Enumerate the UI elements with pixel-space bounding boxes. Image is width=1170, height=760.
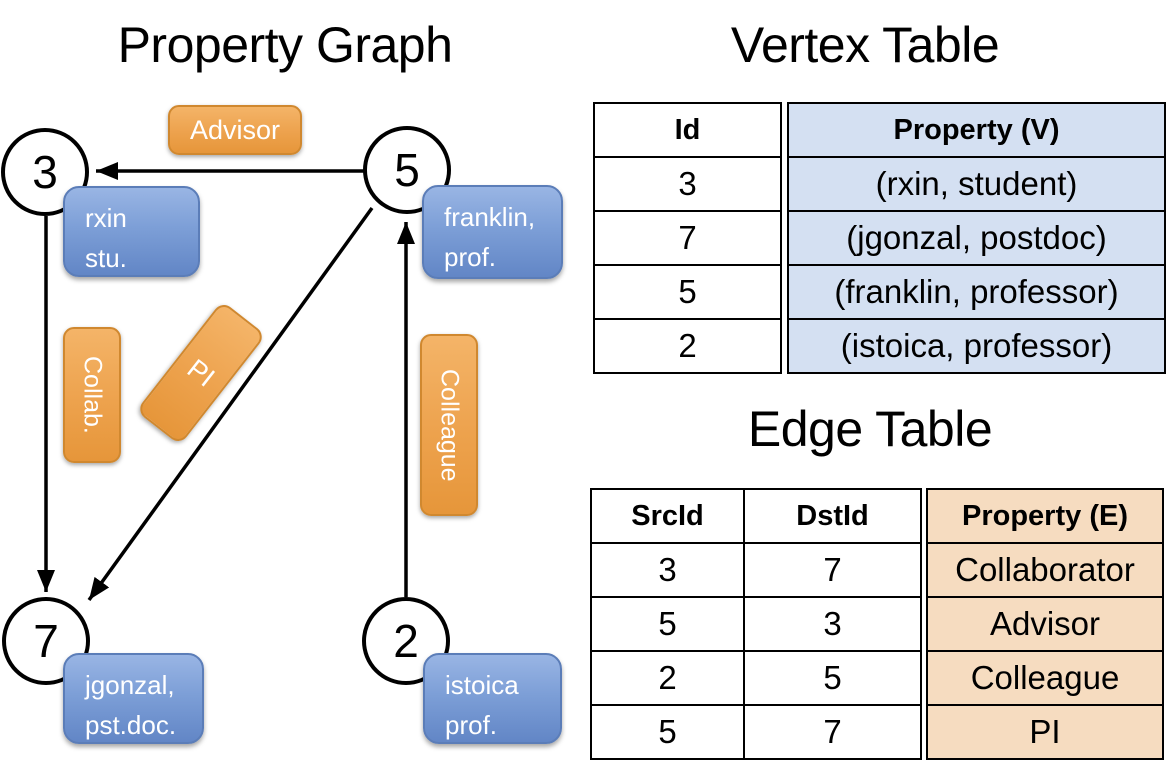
vertex-table-title: Vertex Table [730, 17, 1000, 73]
edge-table-header-property: Property (E) [926, 488, 1164, 544]
edge-label-colleague: Colleague [420, 334, 478, 516]
graph-title: Property Graph [117, 17, 453, 73]
edge-table-cell: 2 [590, 650, 745, 706]
edge-table-cell: 7 [743, 704, 922, 760]
vertex-id: 7 [33, 615, 59, 667]
vertex-id: 2 [393, 615, 419, 667]
edge-table-cell: 5 [590, 596, 745, 652]
edge-table-cell: 5 [590, 704, 745, 760]
edge-label-advisor: Advisor [168, 105, 302, 155]
vertex-label-jgonzal: jgonzal, pst.doc. [63, 653, 204, 744]
vertex-label-franklin: franklin, prof. [422, 185, 563, 279]
vertex-circle-5: 5 [363, 126, 451, 214]
edge-table-cell: Colleague [926, 650, 1164, 706]
edge-label-collab: Collab. [63, 327, 121, 463]
vertex-table-cell: 3 [593, 156, 782, 212]
vertex-table-cell: (istoica, professor) [787, 318, 1166, 374]
edge-table-property-column: Property (E) Collaborator Advisor Collea… [926, 488, 1164, 760]
edge-table-cell: 3 [743, 596, 922, 652]
vertex-table-cell: 5 [593, 264, 782, 320]
edge-table-cell: 7 [743, 542, 922, 598]
vertex-table-header-property: Property (V) [787, 102, 1166, 158]
vertex-table-id-column: Id 3 7 5 2 [593, 102, 782, 374]
vertex-label-rxin: rxin stu. [63, 186, 200, 277]
edge-table-cell: 5 [743, 650, 922, 706]
edge-table-cell: Advisor [926, 596, 1164, 652]
vertex-id: 5 [394, 144, 420, 196]
vertex-circle-3: 3 [1, 128, 89, 216]
vertex-table-cell: (rxin, student) [787, 156, 1166, 212]
edge-table-title: Edge Table [747, 401, 993, 457]
edge-table-cell: PI [926, 704, 1164, 760]
vertex-table-cell: (jgonzal, postdoc) [787, 210, 1166, 266]
edge-table-cell: 3 [590, 542, 745, 598]
edge-table-header-srcid: SrcId [590, 488, 745, 544]
vertex-table-header-id: Id [593, 102, 782, 158]
edge-label-pi: PI [135, 300, 267, 446]
vertex-label-istoica: istoica prof. [423, 653, 562, 744]
vertex-id: 3 [32, 146, 58, 198]
vertex-table-cell: (franklin, professor) [787, 264, 1166, 320]
edge-table-cell: Collaborator [926, 542, 1164, 598]
vertex-table-cell: 2 [593, 318, 782, 374]
vertex-table-property-column: Property (V) (rxin, student) (jgonzal, p… [787, 102, 1166, 374]
edge-table-header-dstid: DstId [743, 488, 922, 544]
edge-table-id-columns: SrcId DstId 3 7 5 3 2 5 5 7 [590, 488, 922, 760]
vertex-table-cell: 7 [593, 210, 782, 266]
